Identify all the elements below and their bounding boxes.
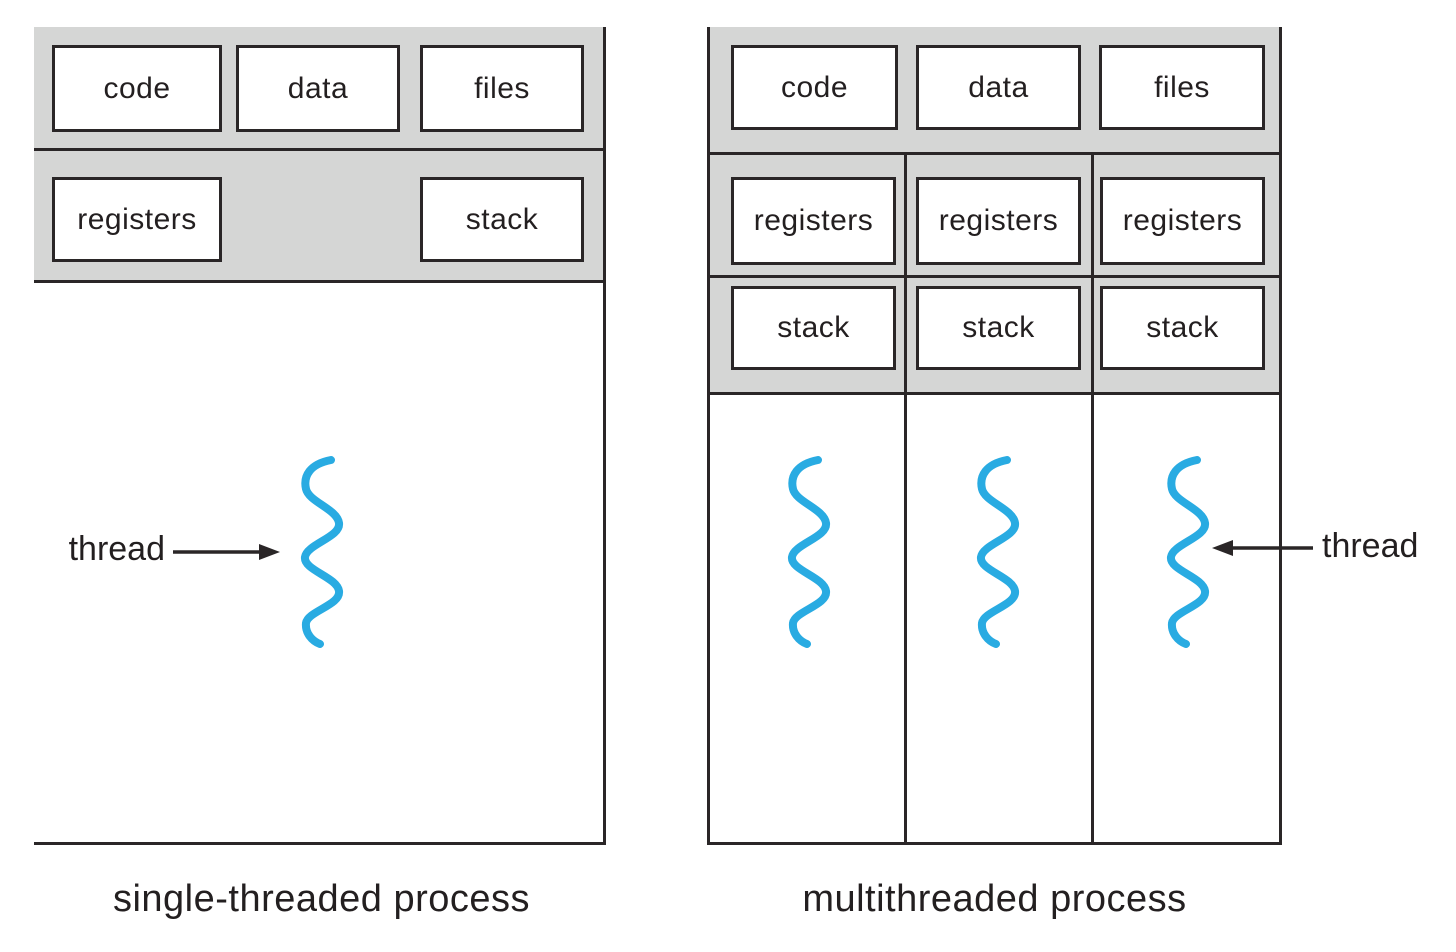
data-box-label: data xyxy=(968,70,1029,104)
thread-label: thread xyxy=(1322,527,1419,565)
caption-single-threaded: single-threaded process xyxy=(112,878,531,920)
registers-box: registers xyxy=(916,177,1081,265)
stack-box-label: stack xyxy=(1146,311,1219,344)
arrow-right-icon xyxy=(173,544,280,560)
stack-box: stack xyxy=(731,286,896,370)
files-box-label: files xyxy=(474,71,530,105)
single-threaded-process-diagram: code data files registers stack thread xyxy=(34,27,606,845)
files-box: files xyxy=(1099,45,1265,130)
code-box-label: code xyxy=(780,70,849,104)
files-box-label: files xyxy=(1154,70,1210,104)
registers-box: registers xyxy=(731,177,896,265)
multithreaded-process-diagram: code data files registers registers regi… xyxy=(707,27,1282,845)
data-box: data xyxy=(236,45,400,132)
stack-box-label: stack xyxy=(962,311,1035,344)
registers-box: registers xyxy=(1100,177,1265,265)
stack-box-label: stack xyxy=(465,202,539,236)
thread-wave-icon xyxy=(1167,456,1209,648)
data-box: data xyxy=(916,45,1081,130)
caption-multithreaded: multithreaded process xyxy=(802,878,1187,920)
registers-box-label: registers xyxy=(753,204,874,237)
arrow-left-icon xyxy=(1212,540,1313,556)
data-box-label: data xyxy=(287,71,349,105)
registers-box-label: registers xyxy=(1122,204,1243,237)
code-box: code xyxy=(731,45,898,130)
thread-column-divider xyxy=(1091,152,1094,842)
thread-column-divider xyxy=(904,152,907,842)
files-box: files xyxy=(420,45,584,132)
stack-box: stack xyxy=(916,286,1081,370)
code-box: code xyxy=(52,45,222,132)
registers-box-label: registers xyxy=(77,202,197,236)
stack-box: stack xyxy=(1100,286,1265,370)
registers-box-label: registers xyxy=(938,204,1059,237)
thread-wave-icon xyxy=(301,456,343,648)
thread-label: thread xyxy=(68,530,165,568)
code-box-label: code xyxy=(103,71,171,105)
thread-wave-icon xyxy=(977,456,1019,648)
stack-box-label: stack xyxy=(777,311,850,344)
thread-wave-icon xyxy=(788,456,830,648)
registers-box: registers xyxy=(52,177,222,262)
stack-box: stack xyxy=(420,177,584,262)
